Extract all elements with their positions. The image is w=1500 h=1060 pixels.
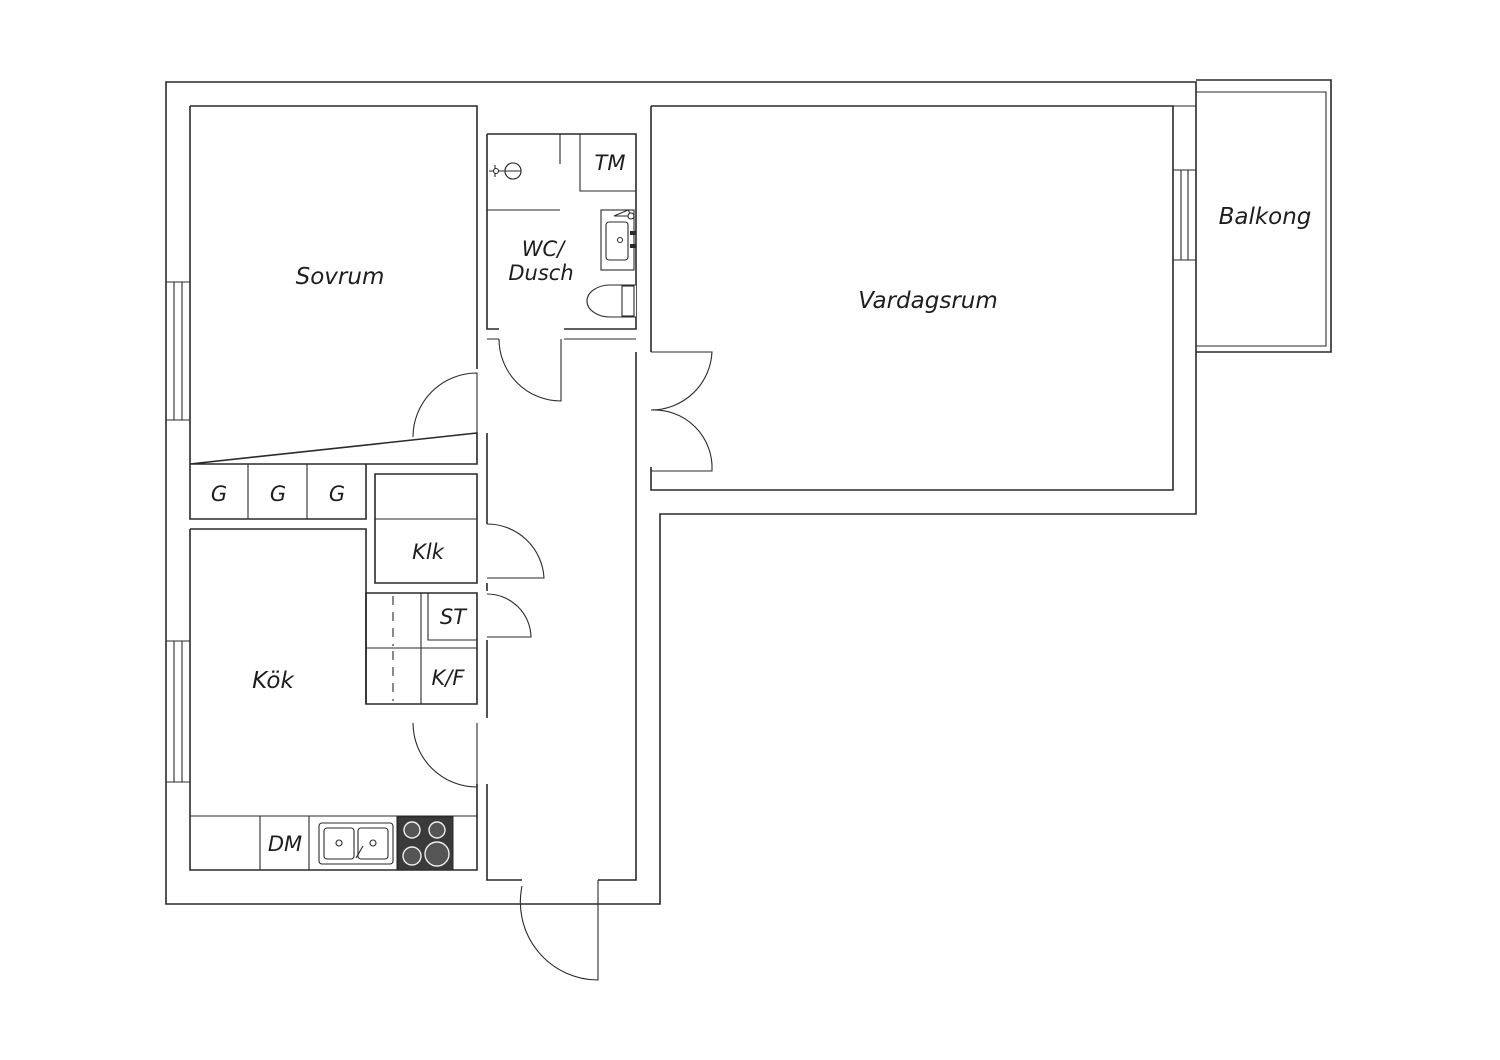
stove-icon (397, 816, 454, 871)
kitchen (189, 528, 478, 871)
outer-wall (165, 81, 1197, 905)
room-label-tm: TM (595, 151, 626, 175)
washbasin-icon (600, 209, 636, 271)
room-label-kok: Kök (252, 668, 295, 694)
room-label-st: ST (440, 605, 468, 629)
door-kitchen (412, 722, 478, 788)
door-living-double (650, 351, 713, 472)
bedroom (189, 105, 478, 465)
balcony (1196, 79, 1332, 353)
hallway (486, 352, 637, 881)
window-kitchen (166, 640, 190, 783)
room-label-vardagsrum: Vardagsrum (858, 288, 998, 314)
living-room (650, 105, 1196, 491)
door-entrance (519, 880, 599, 981)
room-label-dm: DM (268, 832, 302, 856)
wardrobe-label-2: G (270, 482, 286, 506)
window-living (1173, 169, 1196, 261)
room-label-dusch: Dusch (508, 261, 573, 285)
room-label-kf: K/F (432, 666, 466, 690)
wardrobe-label-3: G (329, 482, 345, 506)
shower-icon (489, 162, 522, 180)
room-label-balkong: Balkong (1219, 204, 1312, 230)
toilet-icon (586, 284, 636, 318)
room-label-wc: WC/ (522, 237, 566, 261)
window-bedroom (166, 281, 190, 421)
door-bedroom (412, 372, 478, 438)
kitchen-sink-icon (318, 822, 394, 865)
door-bathroom (498, 338, 562, 402)
wardrobe-row (189, 464, 367, 520)
room-label-sovrum: Sovrum (296, 264, 385, 290)
room-label-klk: Klk (412, 540, 445, 564)
wardrobe-label-1: G (211, 482, 227, 506)
door-closet (486, 523, 545, 579)
door-storage (486, 593, 532, 638)
closet (374, 473, 478, 584)
